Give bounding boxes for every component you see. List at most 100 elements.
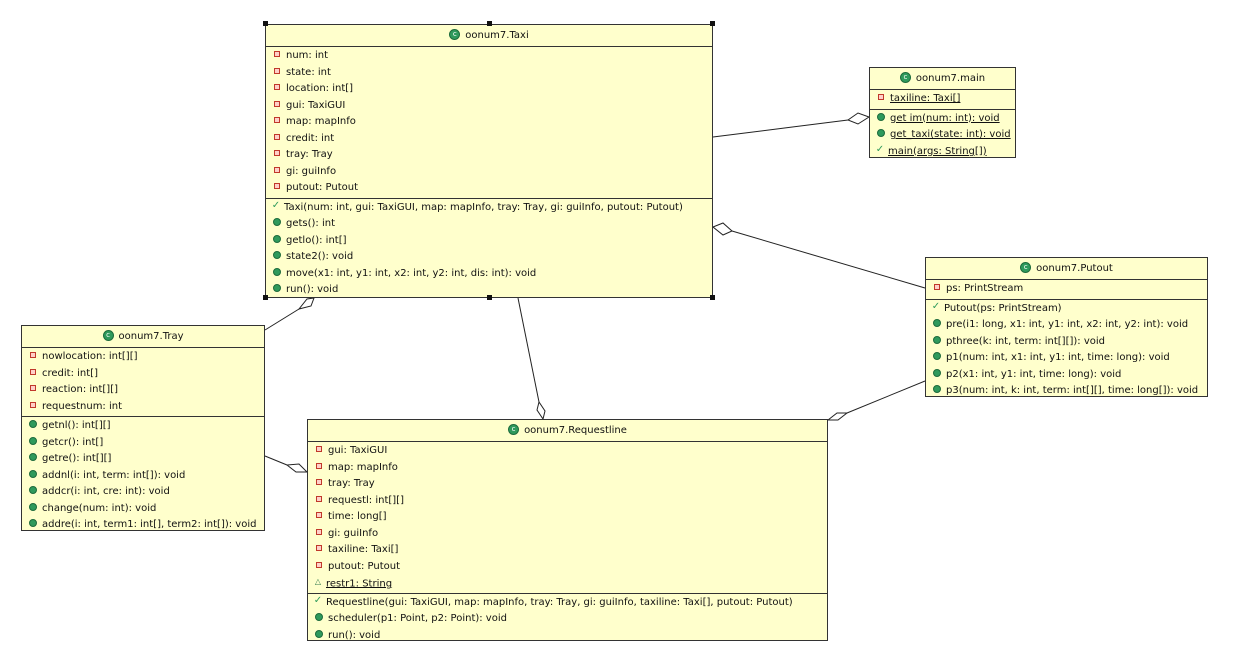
class-icon: c <box>508 423 520 435</box>
operation-text: move(x1: int, y1: int, x2: int, y2: int,… <box>286 267 537 279</box>
operation: pthree(k: int, term: int[][]): void <box>926 334 1207 351</box>
edge-taxi-tray <box>264 308 300 331</box>
attribute: taxiline: Taxi[] <box>308 542 827 559</box>
operation: p2(x1: int, y1: int, time: long): void <box>926 367 1207 384</box>
attribute-text: credit: int <box>286 132 335 144</box>
field-marker-icon <box>274 150 280 156</box>
attribute: △restr1: String <box>308 575 827 592</box>
attribute-text: num: int <box>286 50 329 61</box>
diamond-requestline-left <box>285 463 309 473</box>
attribute-text: tray: Tray <box>328 478 375 489</box>
operation-text: getlo(): int[] <box>286 234 347 246</box>
constructor-icon: ✓ <box>931 300 941 312</box>
operation: get im(num: int): void <box>870 111 1015 128</box>
field-marker-icon <box>274 51 280 57</box>
edge-requestline-putout <box>846 380 926 414</box>
field-marker-icon <box>274 84 280 90</box>
operation: pre(i1: long, x1: int, y1: int, x2: int,… <box>926 317 1207 334</box>
method-marker-icon <box>933 352 941 360</box>
operation: getnl(): int[][] <box>22 418 264 435</box>
diamond-requestline-right <box>826 412 849 421</box>
operation-text: getre(): int[][] <box>42 453 112 464</box>
attribute: state: int <box>266 65 712 82</box>
edge-main-taxi <box>712 119 849 138</box>
operation-text: Requestline(gui: TaxiGUI, map: mapInfo, … <box>326 596 793 608</box>
diamond-taxi-tray <box>297 297 315 310</box>
attribute: credit: int <box>266 131 712 148</box>
method-marker-icon <box>933 319 941 327</box>
operation: run(): void <box>266 282 712 299</box>
field-marker-icon <box>316 545 322 551</box>
operation: ✓main(args: String[]) <box>870 144 1015 161</box>
selection-handle-bottom-right[interactable] <box>710 295 715 300</box>
operation-text: main(args: String[]) <box>888 145 987 157</box>
operation-text: scheduler(p1: Point, p2: Point): void <box>328 613 507 624</box>
class-title: oonum7.main <box>915 73 986 84</box>
attribute-text: credit: int[] <box>42 367 98 379</box>
attribute: putout: Putout <box>308 559 827 576</box>
attribute: requestl: int[][] <box>308 493 827 510</box>
operation: scheduler(p1: Point, p2: Point): void <box>308 611 827 628</box>
operation: getlo(): int[] <box>266 233 712 250</box>
edge-taxi-putout <box>731 230 926 289</box>
attribute-text: putout: Putout <box>286 182 359 193</box>
class-icon: c <box>899 71 911 83</box>
operation: gets(): int <box>266 216 712 233</box>
method-marker-icon <box>29 486 37 494</box>
attribute-text: nowlocation: int[][] <box>42 351 138 362</box>
operation-text: change(num: int): void <box>42 502 157 514</box>
operation-text: addcr(i: int, cre: int): void <box>42 486 170 497</box>
operation: get_taxi(state: int): void <box>870 127 1015 144</box>
operation-text: pre(i1: long, x1: int, y1: int, x2: int,… <box>946 319 1189 330</box>
selection-handle-top-right[interactable] <box>710 21 715 26</box>
field-marker-icon <box>316 479 322 485</box>
operation: ✓Taxi(num: int, gui: TaxiGUI, map: mapIn… <box>266 200 712 217</box>
operation-text: state2(): void <box>286 251 354 262</box>
operation-text: Taxi(num: int, gui: TaxiGUI, map: mapInf… <box>284 201 683 213</box>
selection-handle-top-left[interactable] <box>263 21 268 26</box>
field-marker-icon <box>30 385 36 391</box>
constructor-icon: ✓ <box>875 143 885 155</box>
operation-text: p1(num: int, x1: int, y1: int, time: lon… <box>946 352 1170 363</box>
method-marker-icon <box>315 629 323 638</box>
attributes-section: gui: TaxiGUI map: mapInfo tray: Tray req… <box>308 442 827 593</box>
attribute-text: map: mapInfo <box>328 461 398 473</box>
field-marker-icon <box>316 512 322 518</box>
operation: p1(num: int, x1: int, y1: int, time: lon… <box>926 350 1207 367</box>
method-marker-icon <box>273 251 281 259</box>
field-marker-icon <box>30 401 36 408</box>
operation-text: Putout(ps: PrintStream) <box>944 302 1062 314</box>
field-marker-icon <box>316 462 322 469</box>
attribute: reaction: int[][] <box>22 382 264 399</box>
operation: change(num: int): void <box>22 501 264 518</box>
class-header: c oonum7.main <box>870 68 1015 90</box>
field-marker-icon <box>316 495 322 502</box>
attribute: tray: Tray <box>266 147 712 164</box>
attribute: requestnum: int <box>22 399 264 416</box>
method-marker-icon <box>273 218 281 226</box>
method-marker-icon <box>933 368 941 377</box>
attribute: time: long[] <box>308 509 827 526</box>
selection-handle-bottom[interactable] <box>487 295 492 300</box>
package-visibility-icon: △ <box>314 577 322 586</box>
method-marker-icon <box>933 385 941 393</box>
attribute-text: map: mapInfo <box>286 116 356 127</box>
attribute: nowlocation: int[][] <box>22 349 264 366</box>
method-marker-icon <box>315 613 323 621</box>
attribute: gi: guiInfo <box>308 526 827 543</box>
selection-handle-top[interactable] <box>487 21 492 26</box>
field-marker-icon <box>274 166 280 173</box>
field-marker-icon <box>316 561 322 568</box>
field-marker-icon <box>274 117 280 123</box>
selection-handle-bottom-left[interactable] <box>263 295 268 300</box>
constructor-icon: ✓ <box>313 594 323 606</box>
attribute-text: ps: PrintStream <box>946 283 1024 294</box>
